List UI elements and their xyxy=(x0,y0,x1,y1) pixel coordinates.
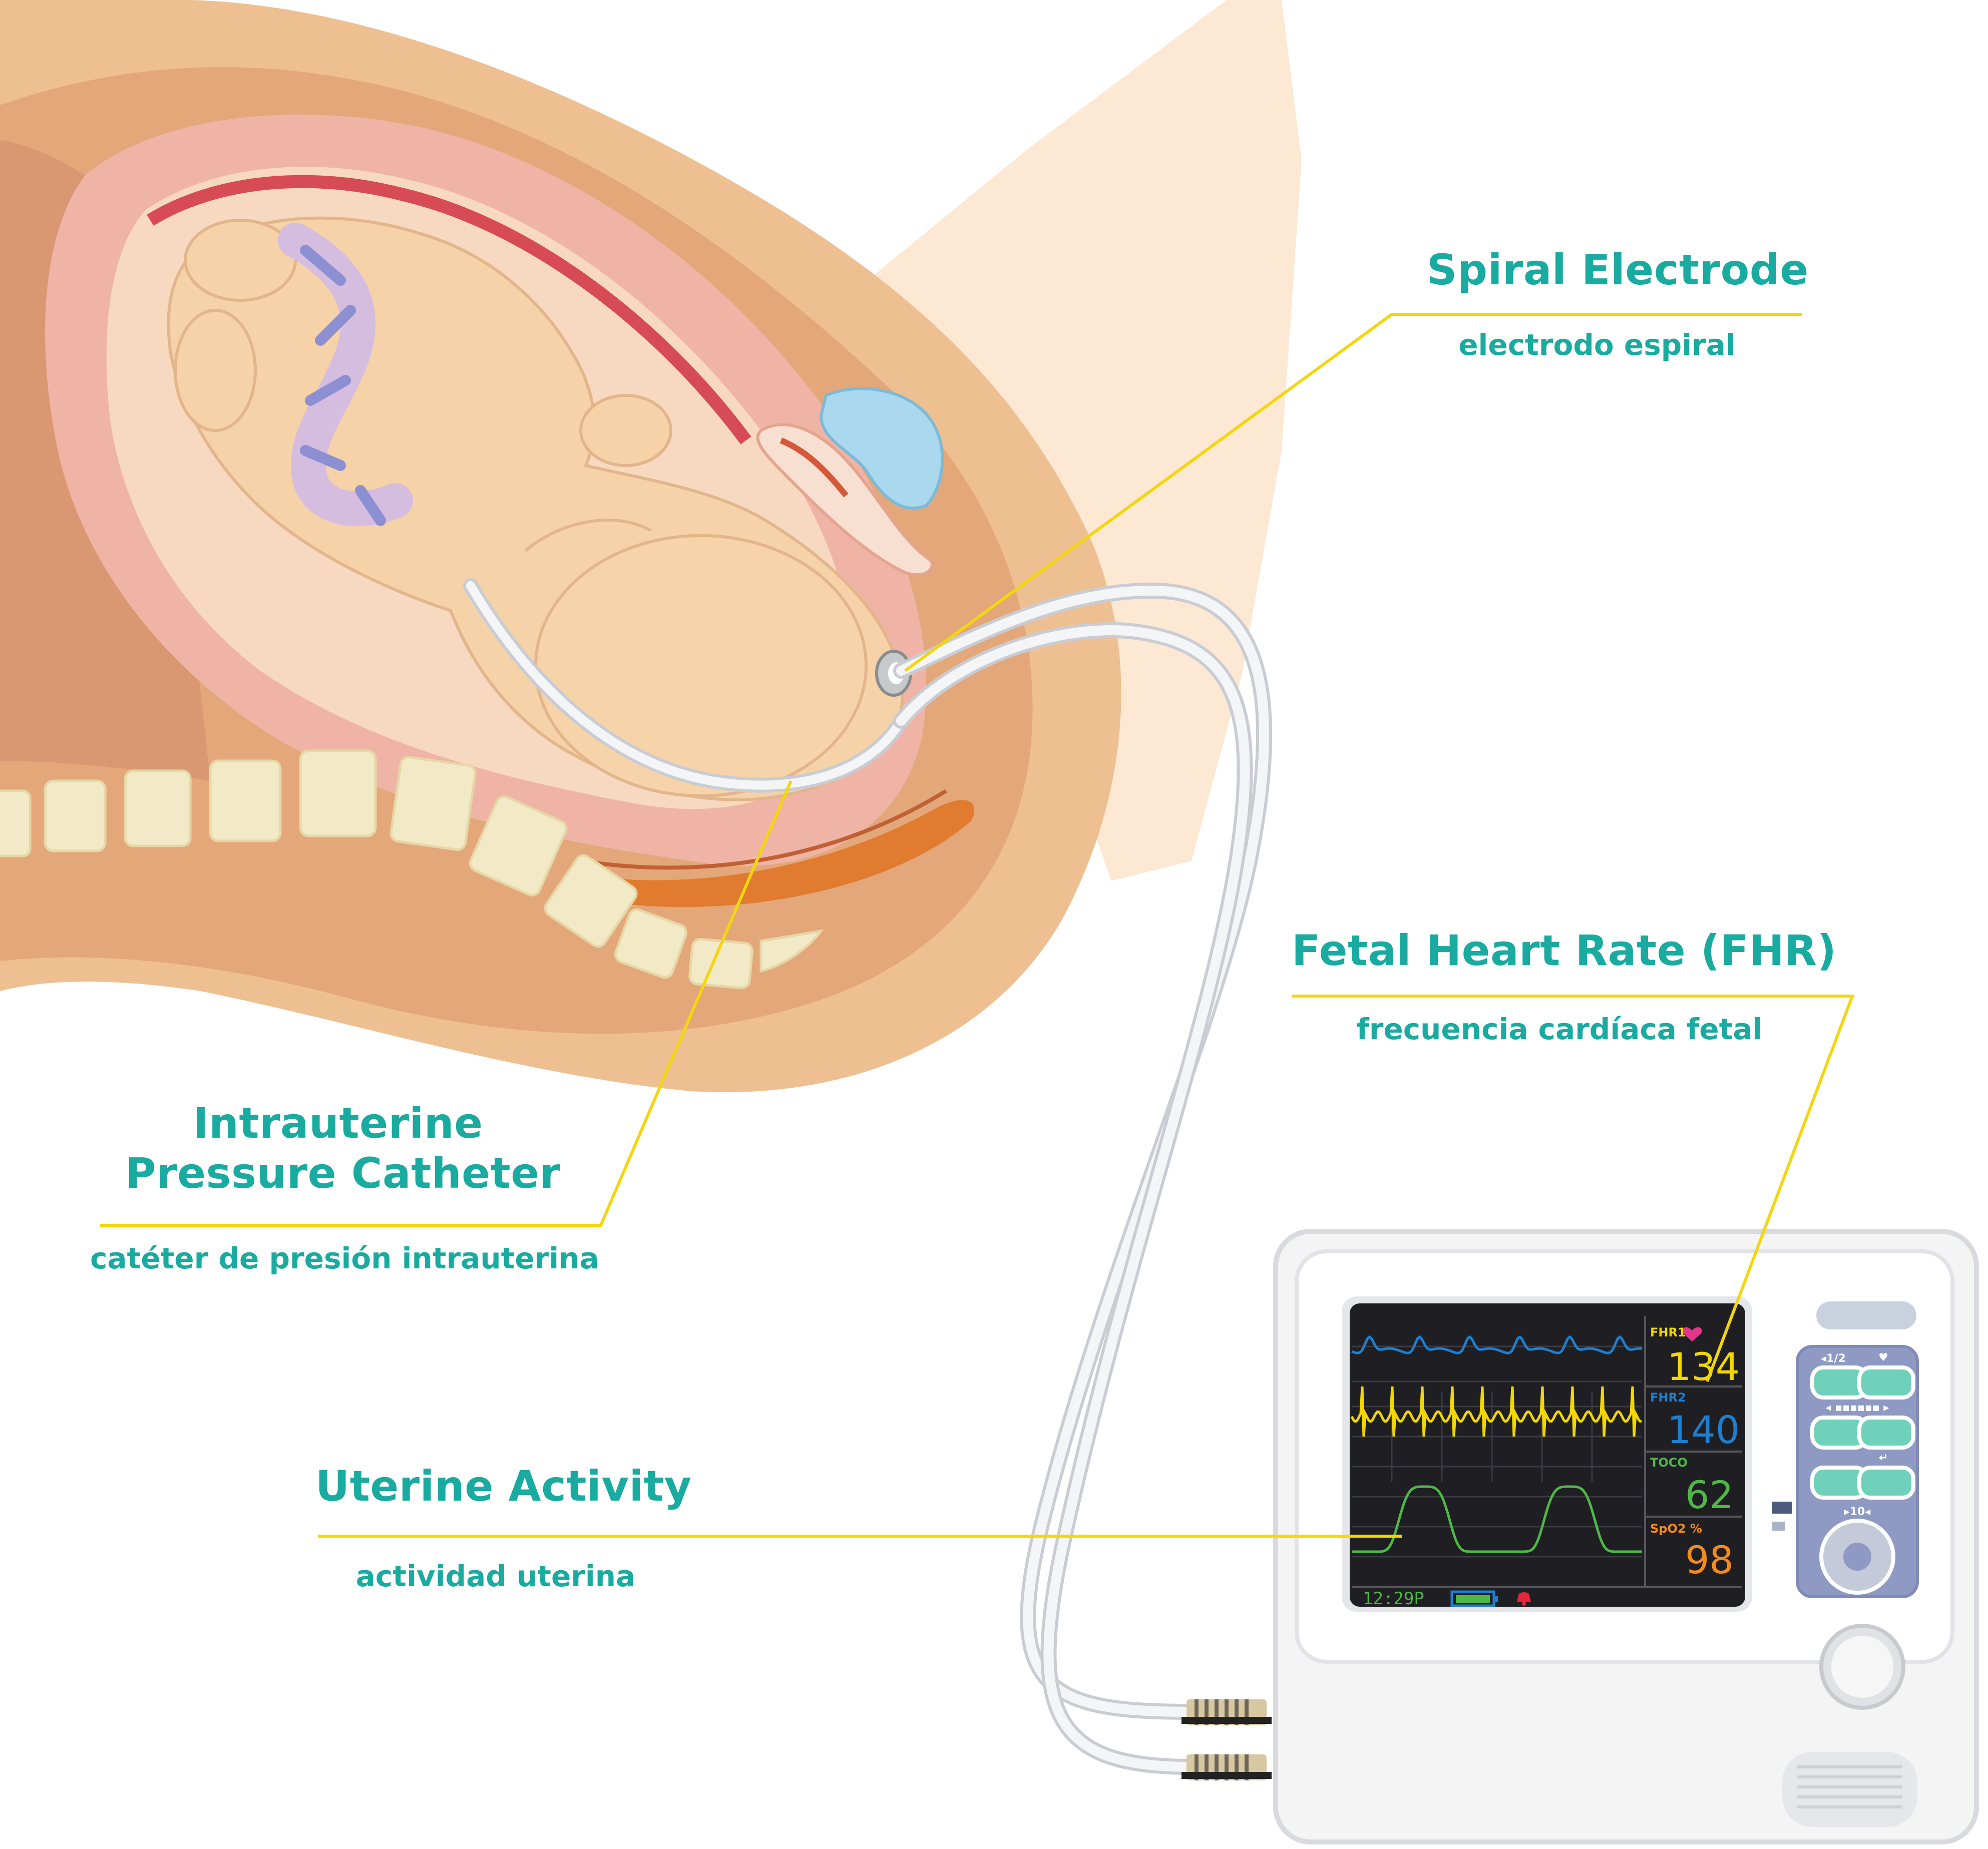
monitor-knob[interactable] xyxy=(1821,1626,1903,1708)
fhr2-tag: FHR2 xyxy=(1650,1391,1686,1405)
iupc-title-line1: Intrauterine xyxy=(125,1099,551,1148)
panel-level-label: ◂ ▪▪▪▪▪▪ ▸ xyxy=(1807,1402,1907,1414)
toco-tag: TOCO xyxy=(1650,1456,1688,1470)
toco-value: 62 xyxy=(1685,1473,1734,1517)
navigation-pad[interactable] xyxy=(1822,1523,1892,1591)
panel-speed-label: ▸10◂ xyxy=(1832,1506,1882,1518)
panel-volume-label: ◂1/2 xyxy=(1813,1352,1853,1365)
cable-connectors xyxy=(1181,1699,1272,1780)
fetus-head xyxy=(536,536,866,796)
panel-enter-icon: ↵ xyxy=(1863,1452,1903,1464)
panel-button-4[interactable] xyxy=(1857,1416,1915,1450)
spo2-tag: SpO2 % xyxy=(1650,1522,1702,1536)
panel-button-6[interactable] xyxy=(1857,1466,1915,1500)
fetal-heart-rate-subtitle: frecuencia cardíaca fetal xyxy=(1292,1012,1827,1046)
monitor-clock: 12:29P xyxy=(1363,1589,1424,1609)
iupc-title-line2: Pressure Catheter xyxy=(125,1149,551,1198)
panel-button-2[interactable] xyxy=(1857,1365,1915,1400)
uterine-activity-title: Uterine Activity xyxy=(315,1462,676,1511)
iupc-subtitle: catéter de presión intrauterina xyxy=(90,1241,591,1275)
uterine-activity-subtitle: actividad uterina xyxy=(315,1559,676,1593)
spo2-value: 98 xyxy=(1685,1538,1734,1582)
spiral-electrode-title: Spiral Electrode xyxy=(1427,245,1767,294)
spiral-electrode-subtitle: electrodo espiral xyxy=(1427,328,1767,362)
fhr1-tag: FHR1 xyxy=(1650,1325,1686,1339)
fetal-heart-rate-title: Fetal Heart Rate (FHR) xyxy=(1292,926,1827,975)
fhr2-value: 140 xyxy=(1667,1408,1740,1452)
fhr1-value: 134 xyxy=(1667,1344,1740,1389)
panel-heart-icon: ♥ xyxy=(1863,1351,1903,1364)
